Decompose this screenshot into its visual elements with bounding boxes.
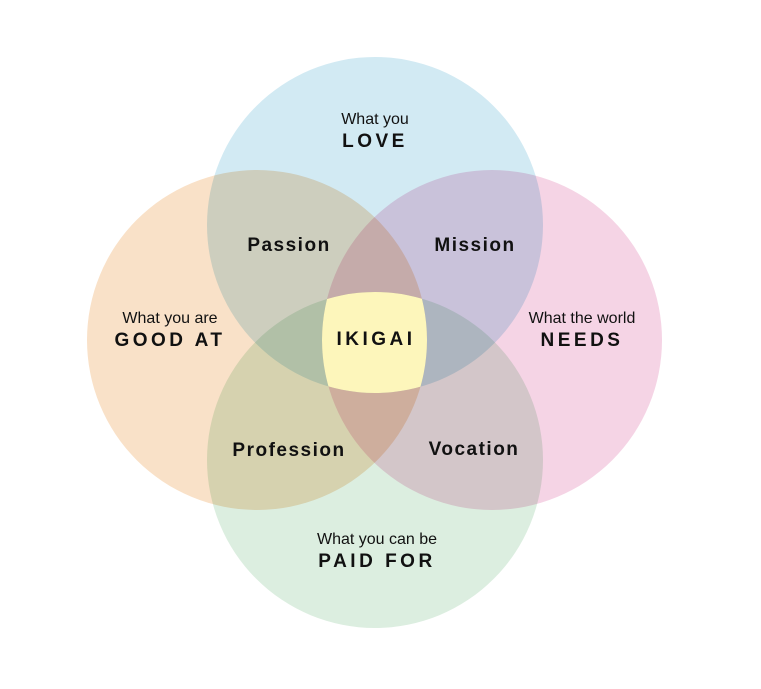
label-profession: Profession [232, 440, 346, 461]
label-needs-sub: What the world [528, 310, 636, 327]
label-paid-for-sub: What you can be [316, 531, 438, 548]
label-good-at: What you are GOOD AT [114, 309, 225, 353]
label-needs-title: NEEDS [540, 330, 624, 351]
label-vocation: Vocation [428, 439, 520, 460]
label-good-at-sub: What you are [122, 310, 218, 327]
label-love-sub: What you [341, 111, 409, 128]
label-needs: What the world NEEDS [529, 309, 636, 353]
ikigai-center-region [322, 292, 427, 393]
circle-paid-for [207, 292, 543, 628]
label-love: What you LOVE [341, 110, 409, 154]
label-passion: Passion [247, 235, 331, 256]
label-ikigai: IKIGAI [336, 329, 416, 350]
label-mission: Mission [434, 235, 516, 256]
label-good-at-title: GOOD AT [114, 330, 226, 351]
label-paid-for: What you can be PAID FOR [317, 530, 437, 574]
label-love-title: LOVE [342, 131, 408, 152]
label-paid-for-title: PAID FOR [318, 551, 436, 572]
